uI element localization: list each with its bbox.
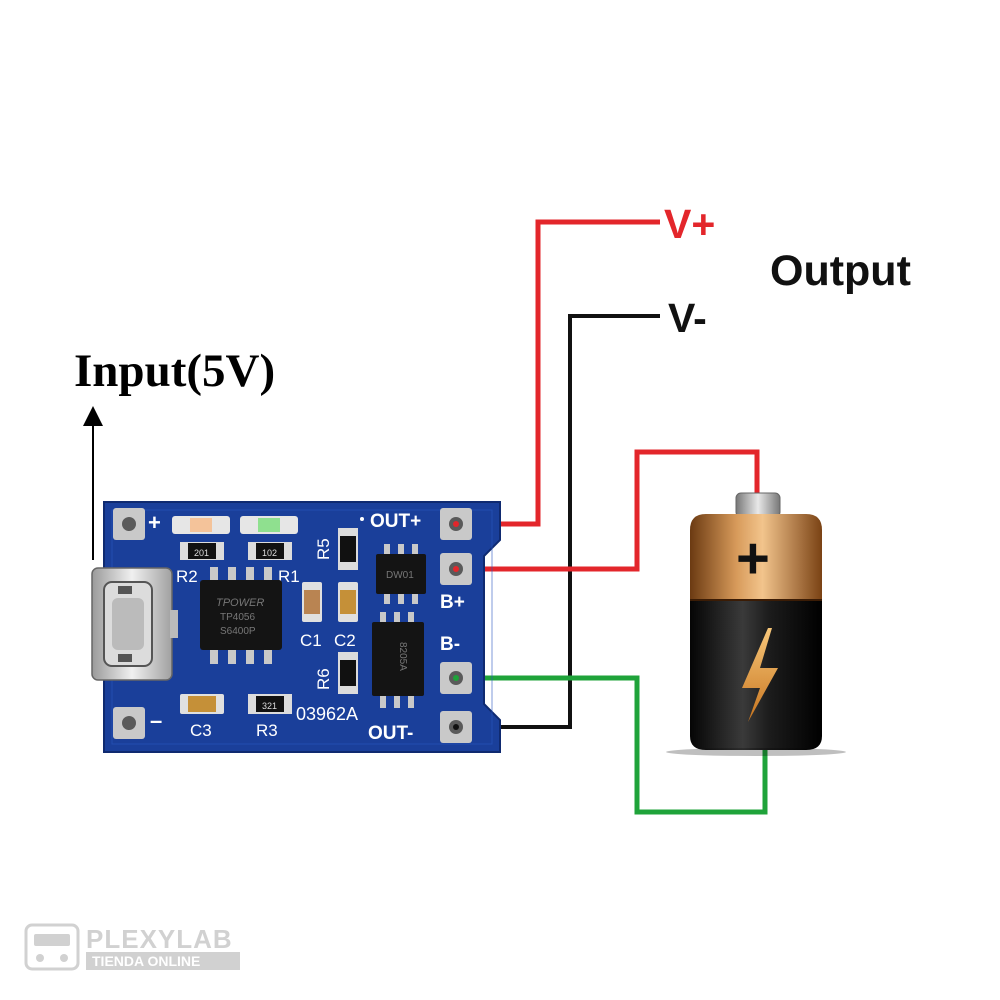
led-red xyxy=(172,516,230,534)
silk-c1: C1 xyxy=(300,631,322,650)
logo-icon xyxy=(24,923,80,971)
pad-in-plus-label: + xyxy=(148,510,161,535)
silk-c3: C3 xyxy=(190,721,212,740)
pad-out-plus-label: OUT+ xyxy=(370,511,421,532)
plexylab-watermark: PLEXYLAB TIENDA ONLINE xyxy=(24,923,240,971)
svg-text:8205A: 8205A xyxy=(397,642,408,671)
pad-out-minus xyxy=(440,711,472,743)
battery-plus-symbol: + xyxy=(736,526,770,591)
silk-c2: C2 xyxy=(334,631,356,650)
pad-b-plus-label: B+ xyxy=(440,592,465,613)
ic-dw01: DW01 xyxy=(376,544,426,604)
output-label: Output xyxy=(770,247,911,295)
lightning-icon xyxy=(742,628,778,722)
watermark-brand: PLEXYLAB xyxy=(86,924,233,954)
micro-usb-port xyxy=(91,567,178,681)
wire-b-minus xyxy=(460,675,768,815)
pad-b-minus xyxy=(440,662,472,694)
v-minus-label: V- xyxy=(668,295,707,341)
battery: + xyxy=(666,492,846,756)
pad-b-minus-label: B- xyxy=(440,634,460,655)
svg-text:102: 102 xyxy=(262,548,277,558)
board-id: 03962A xyxy=(296,704,358,724)
resistor-r1: 102 xyxy=(248,542,292,560)
silk-r2: R2 xyxy=(176,567,198,586)
v-plus-label: V+ xyxy=(664,201,715,247)
wire-b-plus xyxy=(460,449,760,572)
silk-r1: R1 xyxy=(278,567,300,586)
svg-text:S6400P: S6400P xyxy=(220,626,256,637)
pad-out-plus xyxy=(440,508,472,540)
ic-8205a: 8205A xyxy=(372,612,424,708)
ic-tp4056: TPOWER TP4056 S6400P xyxy=(200,567,282,664)
pad-in-plus xyxy=(113,508,145,540)
svg-text:201: 201 xyxy=(194,548,209,558)
input-label: Input(5V) xyxy=(74,345,275,397)
resistor-r2: 201 xyxy=(180,542,224,560)
silk-r6: R6 xyxy=(314,668,333,690)
resistor-r5 xyxy=(338,528,358,570)
silk-r5: R5 xyxy=(314,538,333,560)
capacitor-c1 xyxy=(302,582,322,622)
resistor-r6 xyxy=(338,652,358,694)
capacitor-c3 xyxy=(180,694,224,714)
svg-text:DW01: DW01 xyxy=(386,570,414,581)
capacitor-c2 xyxy=(338,582,358,622)
tp4056-board: + – OUT+ B+ B- OUT- xyxy=(91,501,501,753)
pad-b-plus xyxy=(440,553,472,585)
pad-in-minus-label: – xyxy=(150,708,162,733)
pad-out-minus-label: OUT- xyxy=(368,723,413,744)
resistor-r3: 321 xyxy=(248,694,292,714)
pad-in-minus xyxy=(113,707,145,739)
svg-text:321: 321 xyxy=(262,701,277,711)
led-green xyxy=(240,516,298,534)
svg-text:TPOWER: TPOWER xyxy=(216,597,264,609)
wire-out-plus xyxy=(460,219,660,527)
silk-r3: R3 xyxy=(256,721,278,740)
watermark-tagline: TIENDA ONLINE xyxy=(92,953,200,969)
svg-text:TP4056: TP4056 xyxy=(220,612,255,623)
wire-out-minus xyxy=(460,314,660,729)
